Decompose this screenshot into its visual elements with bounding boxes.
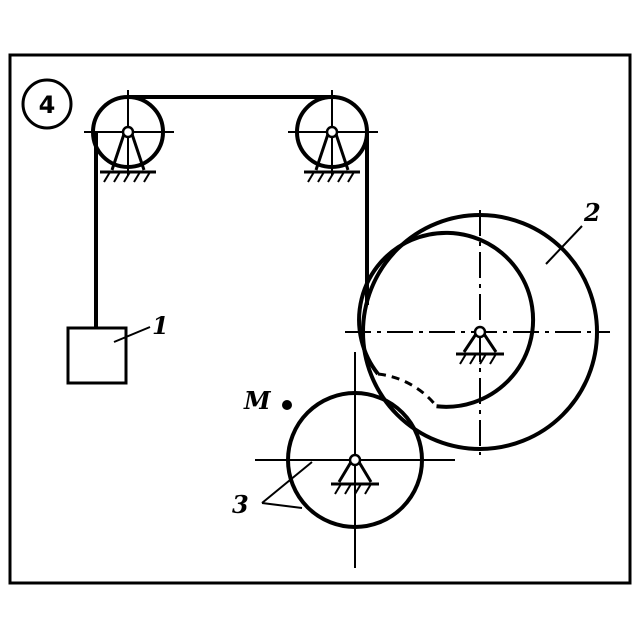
left-pulley bbox=[84, 90, 174, 183]
figure-number-badge: 4 bbox=[21, 78, 73, 130]
label-wheel-3: 3 bbox=[232, 490, 249, 519]
wheel-3: 3 bbox=[232, 230, 536, 568]
label-wheel-2: 2 bbox=[583, 198, 601, 227]
diagram-frame bbox=[8, 53, 632, 585]
wheel-3-outer-rim bbox=[357, 230, 536, 409]
body-1-weight: 1 bbox=[66, 311, 169, 385]
wheel-2: 2 bbox=[345, 198, 610, 455]
point-m: M bbox=[243, 386, 292, 415]
rope bbox=[94, 95, 369, 328]
label-body-1: 1 bbox=[152, 311, 169, 340]
label-point-m: M bbox=[243, 386, 272, 415]
wheel-3-outer-rim-hidden bbox=[377, 372, 438, 408]
figure-number: 4 bbox=[39, 91, 56, 119]
right-pulley bbox=[288, 90, 378, 183]
